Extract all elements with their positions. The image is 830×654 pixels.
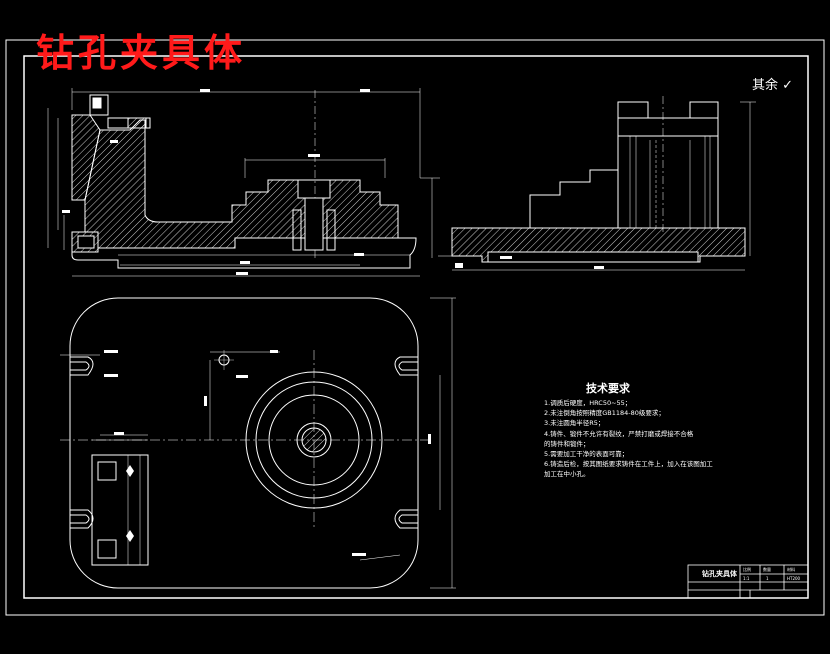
front-view	[47, 88, 440, 277]
title-block-cell: 1:1	[743, 576, 750, 581]
title-block-cell: 1	[766, 576, 769, 581]
requirement-item: 3.未注圆角半径R5；	[544, 419, 605, 428]
roughness-check-icon: ✓	[782, 78, 794, 93]
requirement-item: 的铸件和锻件；	[544, 439, 590, 448]
requirements-list: 1.调质后硬度，HRC50~55； 2.未注倒角按照精度GB1184-80级要求…	[544, 398, 724, 480]
drawing-title: 钻孔夹具体	[36, 30, 247, 75]
outer-border	[5, 39, 825, 616]
requirement-item: 2.未注倒角按照精度GB1184-80级要求；	[544, 409, 665, 418]
roughness-label: 其余	[752, 78, 779, 93]
roughness-note: 其余 ✓	[752, 74, 793, 93]
requirement-item: 4.铸件、锻件不允许有裂纹，严禁打磨或焊接不合格	[544, 429, 694, 438]
requirement-item: 5.需要加工干净的表面可靠；	[544, 450, 629, 459]
title-block-cell: 数量	[763, 567, 771, 572]
title-block	[687, 564, 809, 599]
inner-frame	[23, 55, 809, 599]
requirement-item: 6.铸造后检，按其图纸要求铸件在工件上，加入在该图加工	[544, 460, 713, 469]
front-section-body	[84, 119, 399, 249]
top-view	[60, 297, 456, 589]
title-block-cell: 材料	[787, 567, 795, 572]
side-view	[438, 96, 756, 271]
title-block-name: 钻孔夹具体	[702, 570, 737, 578]
title-block-cell: HT200	[787, 576, 801, 581]
requirement-item: 1.调质后硬度，HRC50~55；	[544, 399, 632, 407]
requirement-item: 加工在中小孔。	[544, 470, 590, 479]
title-block-cell: 比例	[743, 567, 751, 572]
requirements-title: 技术要求	[586, 382, 630, 395]
